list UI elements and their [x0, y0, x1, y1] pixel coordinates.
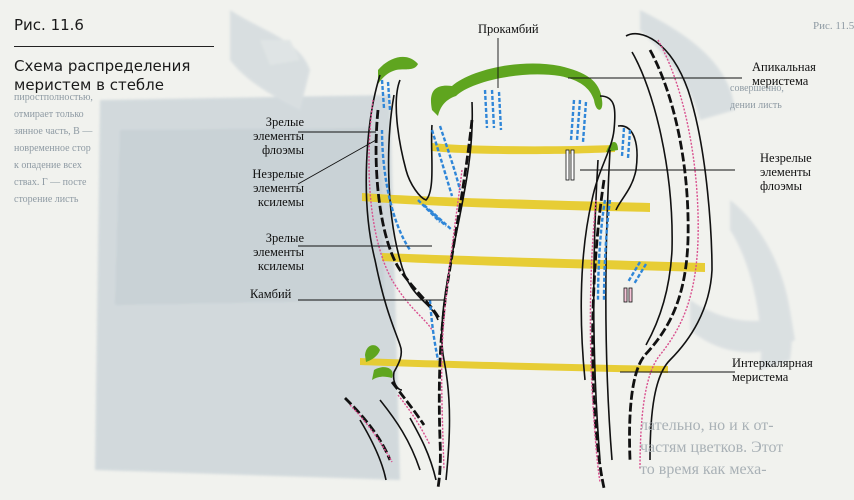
label-line: элементы	[253, 245, 304, 259]
label-apical-meristem: Апикальная меристема	[752, 60, 816, 88]
label-line: Зрелые	[265, 231, 304, 245]
label-intercalary-meristem: Интеркалярная меристема	[732, 356, 813, 384]
label-line: Интеркалярная	[732, 356, 813, 370]
label-line: элементы	[253, 129, 304, 143]
stem-outline	[359, 32, 713, 481]
bg-line: то время как меха-	[640, 461, 767, 478]
label-immature-phloem: Незрелые элементы флоэмы	[760, 151, 812, 193]
label-cambium: Камбий	[250, 287, 292, 301]
leader-lines	[297, 38, 742, 373]
figure-caption: Схема распределения меристем в стебле	[14, 57, 191, 94]
label-line: элементы	[760, 165, 811, 179]
bg-line: дении листь	[730, 100, 782, 111]
label-line: меристема	[732, 370, 789, 384]
bg-line: новременное стор	[14, 143, 91, 154]
background-illustration	[95, 10, 795, 480]
label-line: Апикальная	[752, 60, 816, 74]
bg-line: пиростполностью,	[14, 92, 93, 103]
title-divider	[14, 46, 214, 47]
background-text-bottom: лательно, но и к от- частям цветков. Это…	[640, 415, 783, 481]
bg-line: зянное часть, В —	[14, 126, 93, 137]
background-text-left: пиростполностью, отмирает только зянное …	[14, 89, 93, 208]
label-line: Зрелые	[265, 115, 304, 129]
background-figure-number: Рис. 11.5	[813, 20, 854, 32]
intercalary-meristem-bands	[360, 143, 705, 373]
apical-meristem	[365, 56, 618, 380]
immature-xylem-markers	[565, 149, 633, 303]
bg-line: лательно, но и к от-	[640, 417, 774, 434]
bg-line: к опадение всех	[14, 160, 82, 171]
label-line: флоэмы	[760, 179, 802, 193]
label-line: ксилемы	[257, 259, 304, 273]
label-line: меристема	[752, 74, 809, 88]
background-text-right: совершенно, дении листь	[730, 80, 784, 114]
label-procambium: Прокамбий	[478, 22, 539, 36]
vascular-strands	[344, 49, 690, 489]
bg-line: совершенно,	[730, 83, 784, 94]
bg-line: частям цветков. Этот	[640, 439, 784, 456]
label-line: Незрелые	[760, 151, 812, 165]
phloem-markers	[349, 39, 699, 483]
label-line: элементы	[253, 181, 304, 195]
xylem-markers	[380, 79, 648, 361]
label-line: Незрелые	[252, 167, 304, 181]
bg-line: ствах. Г — посте	[14, 177, 87, 188]
label-immature-xylem: Незрелые элементы ксилемы	[236, 167, 304, 209]
label-mature-xylem: Зрелые элементы ксилемы	[244, 231, 304, 273]
bg-line: сторение листь	[14, 194, 79, 205]
label-line: флоэмы	[262, 143, 304, 157]
figure-number: Рис. 11.6	[14, 16, 84, 34]
label-mature-phloem: Зрелые элементы флоэмы	[244, 115, 304, 157]
bg-line: отмирает только	[14, 109, 84, 120]
label-line: ксилемы	[257, 195, 304, 209]
